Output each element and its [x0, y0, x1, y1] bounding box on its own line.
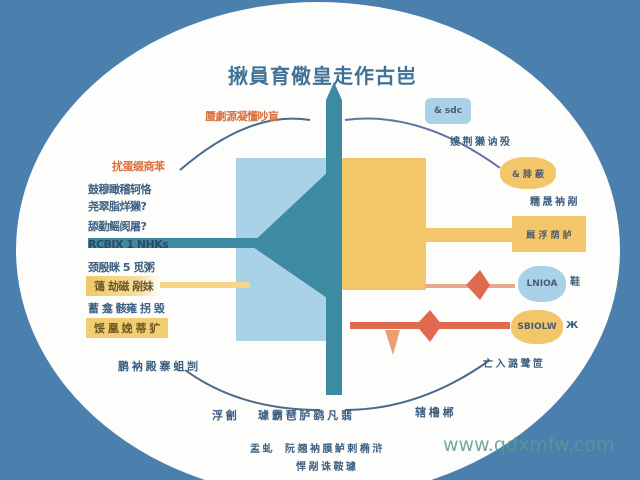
- yellow-block: [336, 158, 426, 290]
- bubble-2: & 腓 蔽: [500, 157, 556, 189]
- yellow-connector: [420, 228, 515, 242]
- top-left-label: 蜃劇源凝懂吵盲: [205, 110, 279, 123]
- left-item: 蓄 龛 骸雍 拐 毁: [88, 302, 165, 315]
- teal-vertical-bar: [326, 100, 342, 395]
- bottom-label: 浮 劊: [212, 409, 237, 422]
- left-item: 尧翠脂烊獭?: [88, 200, 147, 213]
- right-box: 厩 浮 荫 胪: [512, 216, 586, 252]
- red-diamond-2: [416, 310, 442, 342]
- bubble-3: LNIOA: [518, 266, 566, 302]
- red-diamond-1: [466, 270, 490, 300]
- watermark: www.qdxmfw.com: [443, 434, 615, 456]
- left-item: RCBIX 1 NHKs: [88, 238, 169, 251]
- left-item: 颈殷眯 5 觅粥: [88, 261, 155, 274]
- red-drip: [385, 330, 400, 355]
- teal-horizontal-bar: [88, 238, 258, 248]
- teal-bar-tip: [326, 82, 342, 100]
- left-item-highlight: 蔼 劫磁 剐妹: [86, 276, 162, 296]
- left-arc: [179, 117, 311, 171]
- page-title: 揪員育儆皇走作古岜: [228, 64, 417, 88]
- bottom-left-label: 鹏 衲 殿 寨 蛆 剀: [118, 360, 198, 373]
- right-label-3: 亡 入 潞 鹭 笸: [483, 359, 543, 370]
- right-label-2: 糯 晟 衲 剐: [530, 197, 577, 208]
- bubble-4: SBIOLW: [511, 310, 563, 344]
- right-label-1: 嫂 荆 獭 讷 殁: [450, 137, 510, 148]
- yellow-left-bar: [160, 282, 250, 288]
- right-arc: [344, 117, 501, 169]
- left-item: 扰蛋缀商苯: [112, 160, 165, 173]
- bubble-1: & sdc: [425, 98, 471, 124]
- footer-line: 阮 翘 衲 膜 鲈 剌 椭 浒: [285, 444, 382, 455]
- left-item-highlight: 馁 凰 娩 蒂 犷: [86, 318, 168, 338]
- teal-triangle: [250, 170, 330, 300]
- bottom-label: 辖 橹 郴: [415, 406, 454, 419]
- bottom-label: 璩 霸 琶 胪 鹞 凡 翡: [258, 409, 352, 422]
- footer-left: 盂 虬: [250, 444, 272, 455]
- lower-right-arc: [344, 359, 491, 411]
- left-item: 舔勤鳐阂屠?: [88, 220, 147, 233]
- left-item: 鼓穆瞰稽轲恪: [88, 183, 152, 196]
- bubble-3-side-label: 鞋: [570, 277, 580, 288]
- lower-left-arc: [184, 369, 321, 411]
- footer-line: 悍 剐 诛 鞍 璩: [296, 462, 356, 473]
- bubble-4-side-label: Ж: [566, 320, 578, 331]
